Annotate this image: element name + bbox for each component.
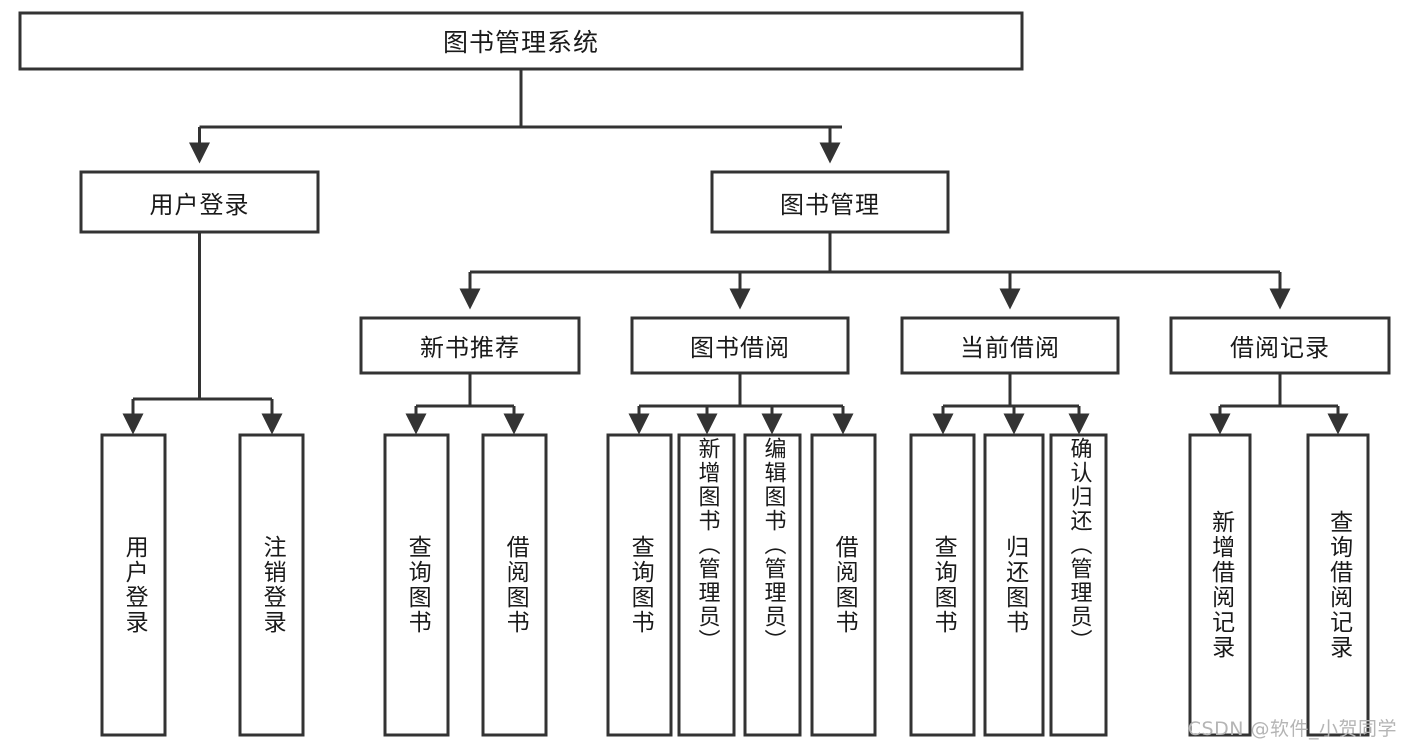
connector-layer	[122, 69, 1349, 435]
leaf-rect-query-book-2[interactable]	[606, 433, 673, 737]
leaf-rect-add-book[interactable]	[677, 433, 736, 737]
node-book-manage-rect[interactable]	[710, 170, 950, 234]
leaf-rect-logout[interactable]	[238, 433, 305, 737]
edge-userlogin-bus	[133, 232, 272, 401]
node-book-borrow-rect[interactable]	[630, 316, 850, 375]
node-borrow-record-rect[interactable]	[1169, 316, 1391, 375]
node-user-login-rect[interactable]	[79, 170, 320, 234]
edge-root-bus	[198, 69, 842, 158]
edge-borrowrecord-bus	[1220, 373, 1338, 408]
leaf-rect-edit-book[interactable]	[743, 433, 802, 737]
leaf-rect-return-book[interactable]	[983, 433, 1045, 737]
leaf-rect-user-login[interactable]	[100, 433, 167, 737]
node-new-recommend-rect[interactable]	[359, 316, 581, 375]
edge-bookborrow-bus	[639, 373, 843, 408]
edge-newrecommend-bus	[416, 373, 514, 408]
leaf-rect-confirm-return[interactable]	[1049, 433, 1108, 737]
edge-currentborrow-bus	[943, 373, 1079, 408]
leaf-rect-query-book-1[interactable]	[383, 433, 450, 737]
leaf-rect-borrow-book-1[interactable]	[481, 433, 548, 737]
edge-bookmanage-bus	[470, 232, 1280, 274]
leaf-rect-query-record[interactable]	[1306, 433, 1370, 737]
leaf-rect-query-book-3[interactable]	[909, 433, 976, 737]
node-current-borrow-rect[interactable]	[900, 316, 1120, 375]
node-layer	[18, 11, 1391, 737]
leaf-rect-borrow-book-2[interactable]	[810, 433, 877, 737]
node-root-rect[interactable]	[18, 11, 1024, 71]
leaf-rect-add-record[interactable]	[1188, 433, 1252, 737]
